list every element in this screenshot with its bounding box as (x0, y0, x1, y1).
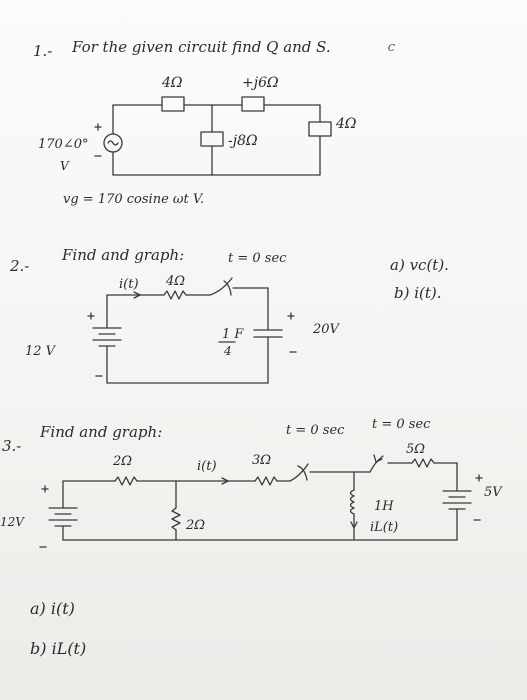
battery-label-2: 12 V (25, 344, 56, 359)
current-label-2: i(t) (119, 277, 139, 292)
resistor-box-right (309, 122, 331, 136)
capacitor-denominator: 4 (224, 344, 232, 358)
circuit-3 (40, 455, 482, 547)
switch-time-3a: t = 0 sec (286, 423, 345, 438)
xc-label: -j8Ω (228, 133, 258, 149)
r2-label-3: 3Ω (252, 453, 272, 468)
circuit-1 (95, 97, 331, 175)
r1-label: 4Ω (162, 75, 183, 91)
resistor-label-2: 4Ω (166, 274, 186, 289)
part-2a: a) vc(t). (390, 256, 449, 274)
current-label-3: i(t) (197, 459, 217, 474)
r3-label-3: 5Ω (406, 442, 426, 457)
inductor-current-label: iL(t) (370, 520, 399, 535)
capacitor-voltage: 20V (313, 322, 339, 337)
switch-time-2: t = 0 sec (228, 251, 287, 266)
part-3a: a) i(t) (30, 599, 75, 618)
q-subscript: C (388, 44, 395, 54)
problem-2-statement: Find and graph: (62, 246, 185, 264)
source-value: 170∠0° (38, 137, 89, 152)
capacitor-box (201, 132, 223, 146)
capacitor-value: 1 F (222, 327, 244, 342)
circuit-2 (88, 278, 296, 383)
source-note: vg = 170 cosine ωt V. (63, 192, 205, 207)
problem-1-number: 1.- (33, 42, 53, 60)
part-2b: b) i(t). (394, 284, 442, 302)
resistor-box-4ohm (162, 97, 184, 111)
problem-2-number: 2.- (10, 257, 30, 275)
battery-label-3-left: 12V (0, 515, 24, 529)
problem-1-statement: For the given circuit find Q and S. (72, 38, 331, 56)
part-3b: b) iL(t) (30, 639, 87, 658)
r1-label-3: 2Ω (113, 454, 133, 469)
switch-time-3b: t = 0 sec (372, 417, 431, 432)
problem-3-number: 3.- (2, 437, 22, 455)
r2-label: 4Ω (336, 116, 357, 132)
battery-label-3-right: 5V (484, 485, 502, 500)
shunt-label-3: 2Ω (186, 518, 206, 533)
inductor-box (242, 97, 264, 111)
inductor-label: 1H (374, 499, 394, 514)
source-unit: V (60, 159, 69, 173)
xl-label: +j6Ω (242, 75, 279, 91)
problem-3-statement: Find and graph: (40, 423, 163, 441)
inductor-coil (351, 490, 355, 514)
